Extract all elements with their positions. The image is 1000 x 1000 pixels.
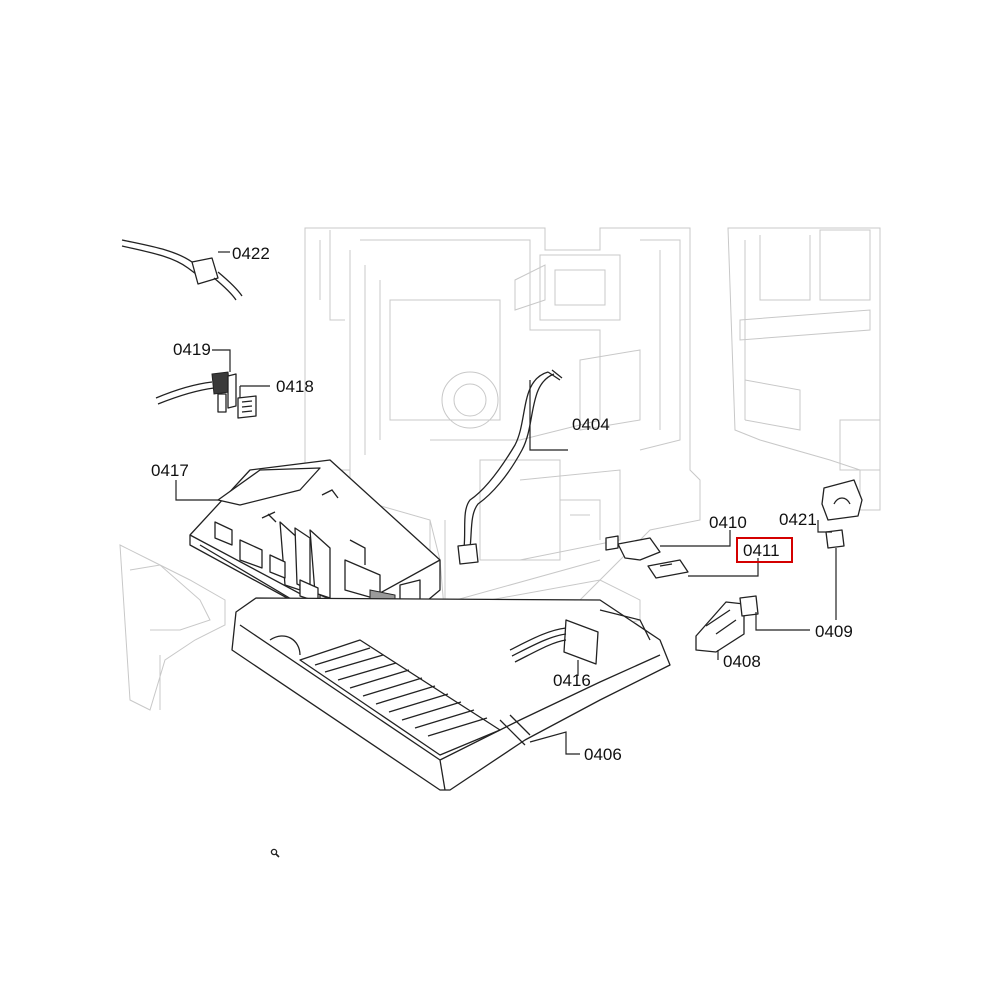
magnifier-icon[interactable] [270,848,280,858]
part-0416-board [509,619,599,665]
label-0411[interactable]: 0411 [743,541,780,560]
label-0416[interactable]: 0416 [553,671,591,690]
label-0417[interactable]: 0417 [151,461,189,480]
part-0418-connector [237,395,257,419]
label-0411-highlight-box [736,537,793,563]
part-0411-clip [647,559,689,579]
label-0418[interactable]: 0418 [276,377,314,396]
part-0410-bracket [605,535,661,561]
part-0409-switch [739,529,845,617]
part-labels: 0422 0419 0418 0404 0417 0421 0410 0411 … [151,244,853,764]
label-0422[interactable]: 0422 [232,244,270,263]
part-0404-hose [457,369,563,565]
part-0422-cable [121,239,243,301]
part-0406-drip-tray [231,597,671,791]
part-0419-sensor [155,371,237,413]
leader-lines [175,251,837,755]
label-0404[interactable]: 0404 [572,415,610,434]
side-panel-ghost [727,227,881,511]
label-0406[interactable]: 0406 [584,745,622,764]
label-0421[interactable]: 0421 [779,510,817,529]
label-0408[interactable]: 0408 [723,652,761,671]
label-0419[interactable]: 0419 [173,340,211,359]
label-0409[interactable]: 0409 [815,622,853,641]
left-tray-ghost [119,544,226,711]
part-0421-cover [821,479,863,521]
part-0408-holder [695,601,745,653]
label-0410[interactable]: 0410 [709,513,747,532]
